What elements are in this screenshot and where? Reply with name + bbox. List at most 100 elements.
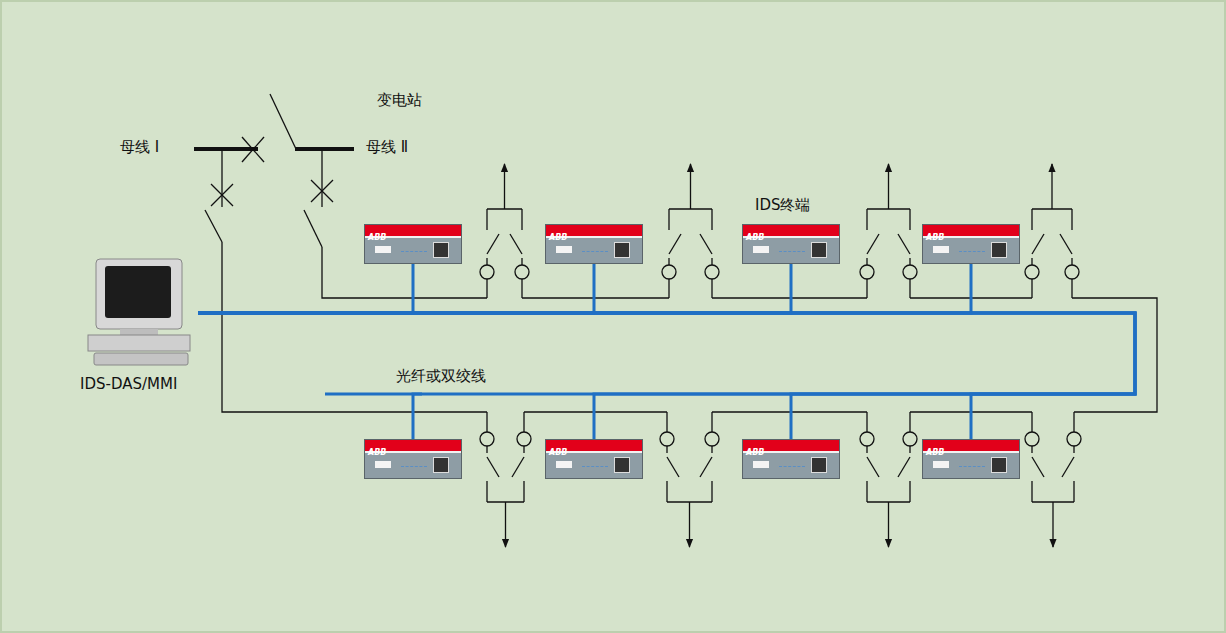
feeder-wire bbox=[1073, 412, 1074, 432]
switch-blade bbox=[512, 457, 524, 477]
load-switch-symbol bbox=[705, 432, 719, 446]
breaker-symbol bbox=[211, 184, 233, 206]
load-switch-symbol bbox=[903, 265, 917, 279]
feeder-wire bbox=[1073, 446, 1074, 453]
switch-blade bbox=[304, 210, 322, 247]
feeder-wire bbox=[666, 446, 667, 453]
feeder-wire bbox=[486, 209, 487, 230]
ids-terminal: ABB bbox=[364, 224, 462, 264]
keypad bbox=[991, 242, 1007, 258]
feeder-wire bbox=[222, 242, 487, 412]
switch-blade bbox=[1060, 234, 1072, 254]
comm-link bbox=[198, 264, 413, 313]
breaker-symbol bbox=[311, 180, 333, 202]
outgoing-feeder bbox=[504, 164, 505, 209]
computer-workstation: IDS-DAS/MMI bbox=[80, 257, 198, 393]
feeder-wire bbox=[523, 481, 524, 502]
feeder-wire bbox=[1071, 209, 1072, 230]
feeder-wire bbox=[1031, 446, 1032, 453]
load-switch-symbol bbox=[860, 432, 874, 446]
keypad bbox=[991, 457, 1007, 473]
feeder-wire bbox=[711, 446, 712, 453]
keypad bbox=[433, 242, 449, 258]
device-header: ABB bbox=[546, 440, 642, 453]
switch-blade bbox=[669, 234, 681, 254]
display-window bbox=[556, 461, 572, 468]
comm-link bbox=[198, 264, 594, 313]
indicator-leds bbox=[959, 466, 985, 468]
outgoing-feeder bbox=[1051, 164, 1052, 209]
feeder-wire bbox=[1031, 209, 1032, 230]
comm-bus-end bbox=[325, 393, 422, 396]
switch-blade bbox=[898, 457, 910, 477]
breaker-symbol bbox=[242, 137, 264, 162]
outgoing-feeder bbox=[888, 164, 889, 209]
feeder-wire bbox=[866, 446, 867, 453]
indicator-leds bbox=[401, 251, 427, 253]
device-header: ABB bbox=[743, 440, 839, 453]
feeder-wire bbox=[866, 412, 867, 432]
feeder-wire bbox=[711, 412, 712, 432]
switch-blade bbox=[867, 234, 879, 254]
device-header: ABB bbox=[365, 225, 461, 238]
ids-terminal: ABB bbox=[922, 439, 1020, 479]
switch-blade bbox=[1032, 234, 1044, 254]
ids-terminal: ABB bbox=[742, 224, 840, 264]
switch-blade bbox=[1062, 457, 1074, 477]
computer-label: IDS-DAS/MMI bbox=[80, 375, 198, 393]
load-switch-symbol bbox=[1025, 265, 1039, 279]
keyboard bbox=[94, 353, 188, 365]
feeder-wire bbox=[321, 149, 322, 207]
busbar bbox=[194, 147, 258, 151]
breaker-symbol bbox=[211, 184, 233, 206]
feeder-wire bbox=[711, 279, 712, 298]
display-window bbox=[933, 246, 949, 253]
comm-link bbox=[198, 264, 971, 313]
feeder-wire bbox=[666, 412, 667, 432]
feeder-wire bbox=[909, 258, 910, 265]
load-switch-symbol bbox=[662, 265, 676, 279]
comm-link bbox=[198, 264, 791, 313]
ids-terminal: ABB bbox=[364, 439, 462, 479]
feeder-wire bbox=[909, 481, 910, 502]
feeder-wire bbox=[711, 209, 712, 230]
device-header: ABB bbox=[743, 225, 839, 238]
feeder-wire bbox=[521, 209, 522, 230]
breaker-symbol bbox=[311, 180, 333, 202]
feeder-wire bbox=[1073, 481, 1074, 502]
busbar bbox=[295, 147, 354, 151]
keypad bbox=[811, 242, 827, 258]
load-switch-symbol bbox=[705, 265, 719, 279]
ids-terminal: ABB bbox=[742, 439, 840, 479]
comm-link bbox=[198, 313, 1135, 439]
diagram-label: 变电站 bbox=[377, 91, 422, 109]
brand-logo: ABB bbox=[365, 448, 386, 457]
indicator-leds bbox=[959, 251, 985, 253]
ids-terminal: ABB bbox=[545, 224, 643, 264]
display-window bbox=[753, 461, 769, 468]
switch-blade bbox=[270, 94, 296, 149]
brand-logo: ABB bbox=[923, 233, 944, 242]
feeder-wire bbox=[866, 481, 867, 502]
feeder-wire bbox=[1031, 481, 1032, 502]
feeder-wire bbox=[711, 481, 712, 502]
feeder-wire bbox=[1031, 279, 1032, 298]
comm-link bbox=[198, 313, 1135, 439]
feeder-wire bbox=[909, 412, 910, 432]
feeder-wire bbox=[521, 258, 522, 265]
outgoing-feeder bbox=[888, 502, 889, 547]
feeder-wire bbox=[866, 258, 867, 265]
feeder-wire bbox=[866, 209, 867, 230]
load-switch-symbol bbox=[903, 432, 917, 446]
brand-logo: ABB bbox=[923, 448, 944, 457]
feeder-wire bbox=[1071, 258, 1072, 265]
diagram-label: IDS终端 bbox=[755, 196, 811, 214]
switch-blade bbox=[205, 210, 222, 242]
ids-terminal: ABB bbox=[545, 439, 643, 479]
outgoing-feeder bbox=[690, 164, 691, 209]
screen bbox=[105, 266, 171, 318]
feeder-wire bbox=[909, 446, 910, 453]
feeder-wire bbox=[1031, 412, 1032, 432]
